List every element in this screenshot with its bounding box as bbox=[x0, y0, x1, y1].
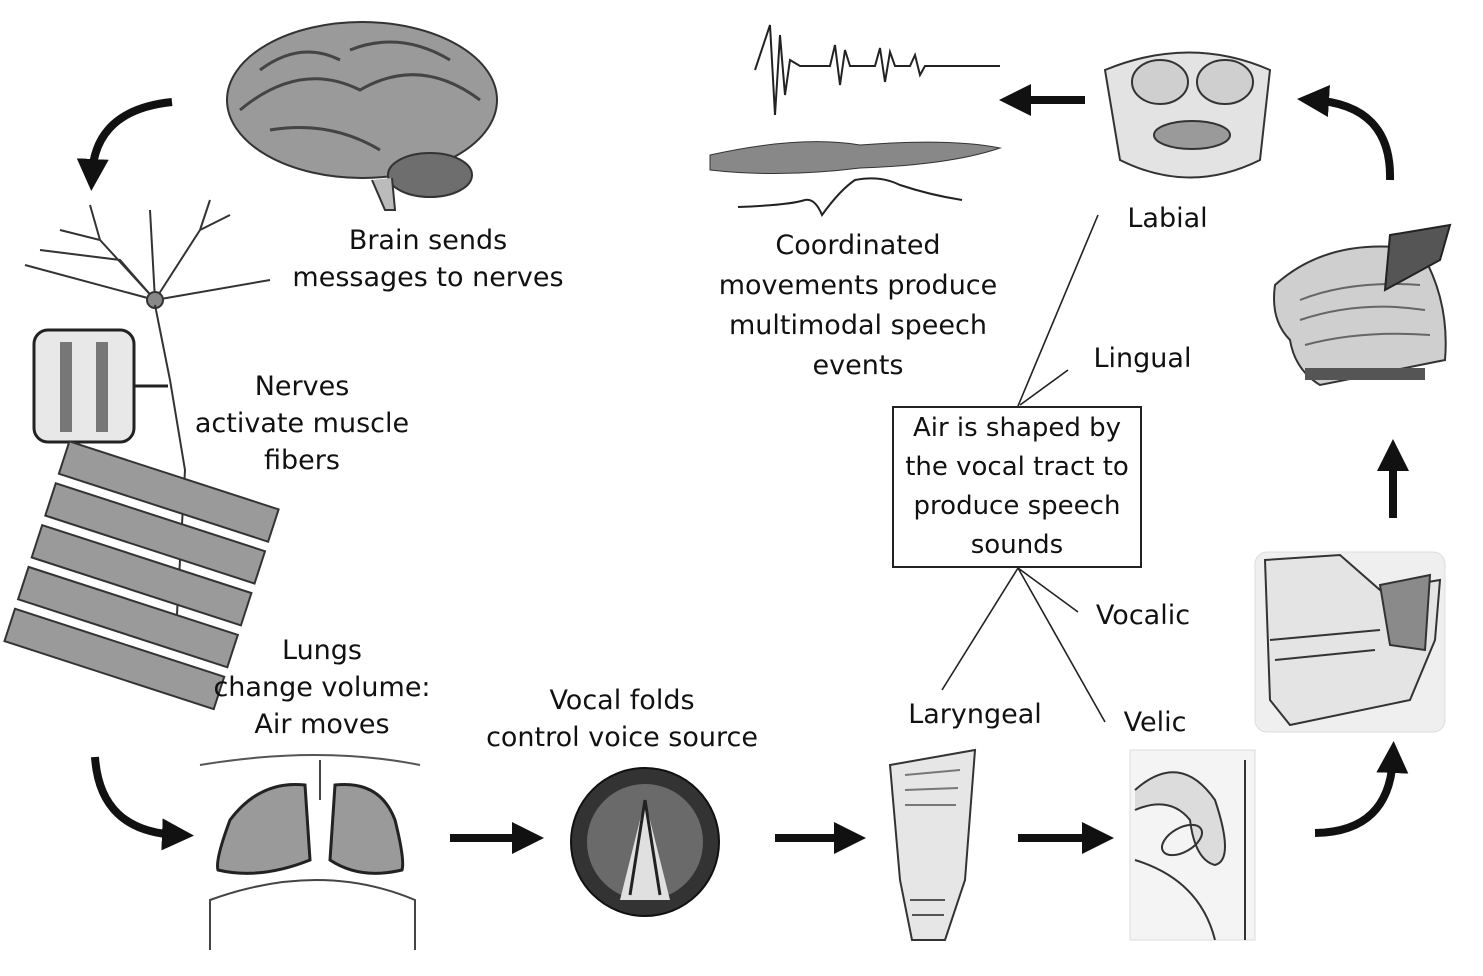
lungs-icon bbox=[199, 754, 421, 950]
line-to-vocalic bbox=[1017, 567, 1079, 613]
brain-icon bbox=[226, 21, 498, 211]
arrow-muscle-to-lungs bbox=[91, 756, 194, 851]
line-to-lingual bbox=[1019, 369, 1069, 406]
synapse-inset-icon bbox=[32, 328, 168, 444]
muscle-fibers-icon bbox=[3, 440, 280, 711]
label-velic: Velic bbox=[1123, 707, 1187, 738]
connector-lines bbox=[941, 214, 1106, 723]
face-muscles-icon bbox=[1103, 51, 1272, 179]
arrow-brain-to-neuron bbox=[76, 98, 173, 191]
cycle-arrows bbox=[76, 84, 1409, 854]
arrow-tongue-to-face bbox=[1297, 85, 1395, 181]
vocal-folds-icon bbox=[570, 767, 720, 917]
line-to-velic bbox=[1017, 567, 1106, 723]
line-to-labial bbox=[1017, 214, 1099, 407]
velum-icon bbox=[1129, 749, 1256, 941]
arrow-velum-to-jaw bbox=[1314, 741, 1409, 837]
label-vocalic: Vocalic bbox=[1095, 600, 1191, 631]
speech-signals-icon bbox=[709, 24, 1002, 218]
jaw-skull-icon bbox=[1254, 551, 1446, 733]
label-lingual: Lingual bbox=[1093, 343, 1192, 374]
line-to-laryngeal bbox=[941, 567, 1019, 691]
tongue-icon bbox=[1273, 223, 1452, 387]
larynx-icon bbox=[888, 748, 977, 941]
label-labial: Labial bbox=[1127, 203, 1208, 234]
label-laryngeal: Laryngeal bbox=[908, 699, 1042, 730]
